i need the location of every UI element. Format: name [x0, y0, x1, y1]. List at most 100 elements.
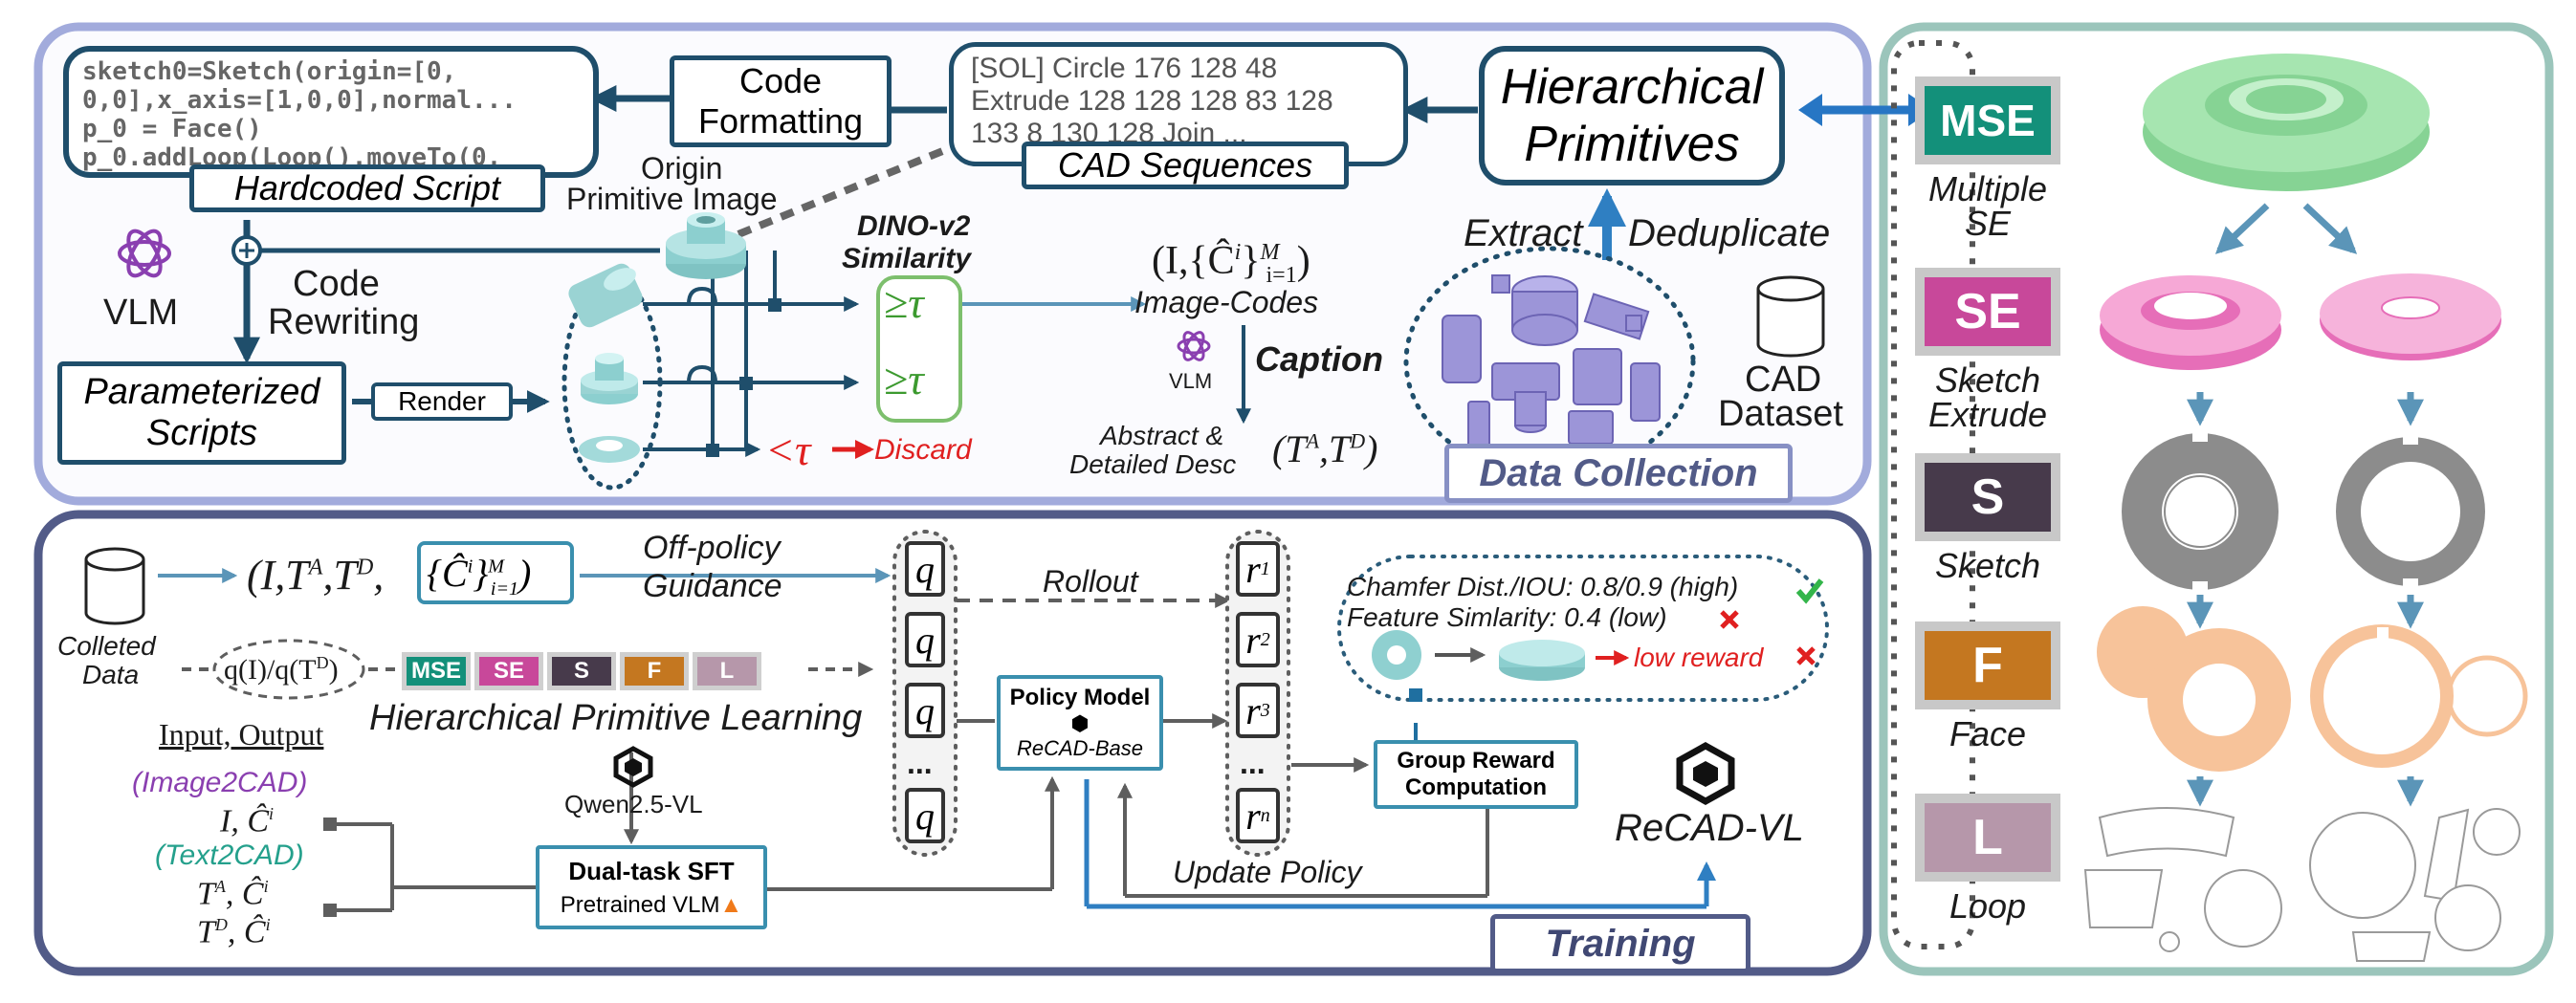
- code-formatting-line2: Formatting: [697, 101, 864, 141]
- update-policy-label: Update Policy: [1173, 855, 1362, 889]
- q-item: q: [905, 612, 945, 667]
- qwen-label: Qwen2.5-VL: [564, 790, 703, 818]
- pair-image: I, Ĉi: [220, 803, 275, 839]
- image2cad-label: (Image2CAD): [132, 767, 308, 798]
- origin-primitive-shape: [666, 212, 746, 279]
- caption-label: Caption: [1255, 339, 1383, 379]
- code-line-0: sketch0=Sketch(origin=[0,: [82, 57, 457, 86]
- q-item: q: [905, 788, 945, 843]
- q-item: q: [905, 541, 945, 597]
- hierarchical-primitives-box: Hierarchical Primitives: [1479, 46, 1785, 185]
- code-line-2: p_0 = Face(): [82, 115, 262, 143]
- q-expression: q(I)/q(TD): [224, 653, 339, 686]
- hierarchy-label-line2: Extrude: [1927, 395, 2048, 434]
- pair-abstract: TA, Ĉi: [197, 876, 269, 912]
- group-line2: Computation: [1405, 774, 1547, 800]
- code-line-1: 0,0],x_axis=[1,0,0],normal...: [82, 86, 517, 115]
- io-header: Input, Output: [159, 717, 324, 752]
- hierarchy-tag-s: S: [1915, 453, 2060, 541]
- primitive-tag-mse: MSE: [402, 652, 471, 690]
- group-line1: Group Reward: [1397, 748, 1555, 774]
- hierarchy-label: Loop: [1949, 886, 2027, 926]
- caption-vlm-label: VLM: [1169, 369, 1213, 393]
- training-title: Training: [1490, 914, 1750, 973]
- code-formatting-box: Code Formatting: [670, 55, 892, 147]
- offpolicy-line2: Guidance: [643, 568, 782, 604]
- offpolicy-line1: Off-policy: [643, 530, 781, 566]
- rollout-label: Rollout: [1043, 564, 1138, 599]
- dino-line1: DINO-v2: [857, 210, 971, 242]
- desc-formula: (TA,TD): [1272, 427, 1378, 470]
- code-formatting-line1: Code: [738, 61, 823, 100]
- hierarchy-tag-mse: MSE: [1915, 76, 2060, 164]
- gear-shape: [1372, 630, 1421, 680]
- deduplicate-label: Deduplicate: [1628, 212, 1831, 254]
- primitive-tag-se: SE: [474, 652, 543, 690]
- hierarchy-tag-f: F: [1915, 621, 2060, 709]
- chamfer-label: Chamfer Dist./IOU: 0.8/0.9 (high): [1347, 572, 1739, 601]
- dataset-line1: CAD: [1745, 360, 1822, 400]
- primitive-tag-f: F: [620, 652, 689, 690]
- rewriting-line2: Rewriting: [268, 302, 420, 342]
- hierarchy-tag-l: L: [1915, 794, 2060, 882]
- hierarchy-label: Sketch: [1934, 546, 2041, 585]
- render-box: Render: [371, 382, 513, 421]
- face-shapes: [2097, 606, 2528, 772]
- caption-vlm-icon: [1175, 327, 1213, 365]
- recad-icon: [1674, 742, 1737, 805]
- threshold-ge-1: ≥τ: [884, 278, 924, 327]
- primitive-tag-l: L: [693, 652, 761, 690]
- cad-sequences-label: CAD Sequences: [1022, 142, 1349, 189]
- desc-line1: Abstract &: [1100, 421, 1224, 450]
- threshold-ge-2: ≥τ: [884, 355, 924, 403]
- desc-line2: Detailed Desc: [1069, 449, 1237, 479]
- seq-line-1: Extrude 128 128 128 83 128: [971, 85, 1333, 117]
- se-shapes: [2100, 273, 2501, 370]
- hardcoded-script-label: Hardcoded Script: [189, 164, 545, 212]
- q-item: q: [905, 683, 945, 738]
- parameterized-line1: Parameterized: [83, 372, 320, 412]
- recad-label: ReCAD-VL: [1615, 807, 1804, 849]
- r-ellipsis: ...: [1240, 746, 1266, 780]
- sft-line1: Dual-task SFT: [568, 856, 735, 885]
- policy-line1: Policy Model: [1009, 685, 1151, 710]
- cad-parts-shapes: [1442, 274, 1661, 455]
- image-codes-label: Image-Codes: [1134, 285, 1319, 319]
- hierarchy-label: Face: [1949, 714, 2027, 753]
- collected-line2: Data: [82, 660, 140, 689]
- primitive-tag-s: S: [547, 652, 616, 690]
- feature-label: Feature Simlarity: 0.4 (low): [1347, 602, 1667, 632]
- dataset-line2: Dataset: [1718, 394, 1843, 434]
- hierarchy-label: Sketch: [1934, 360, 2041, 400]
- policy-qwen-icon: ⬢: [1070, 711, 1090, 735]
- loop-shapes: [2083, 807, 2521, 962]
- threshold-box: [876, 275, 962, 423]
- discard-label: Discard: [874, 434, 972, 466]
- cad-dataset-icon: [1756, 275, 1825, 358]
- fire-icon: ▲: [719, 891, 743, 918]
- origin-label: Origin: [641, 151, 723, 185]
- policy-line2: ReCAD-Base: [1016, 736, 1144, 760]
- collected-data-icon: [84, 547, 145, 625]
- threshold-lt: <τ: [765, 425, 811, 474]
- hierarchical-line2: Primitives: [1524, 117, 1740, 172]
- training-tuple: (I,TA,TD,: [247, 552, 385, 599]
- primitive-shapes: [568, 263, 643, 463]
- low-reward-label: low reward: [1634, 643, 1764, 672]
- parameterized-line2: Scripts: [145, 413, 258, 453]
- primitive-image-label: Primitive Image: [566, 182, 778, 216]
- pair-detailed: TD, Ĉi: [197, 914, 271, 950]
- hierarchy-tag-se: SE: [1915, 268, 2060, 356]
- sft-line2: Pretrained VLM▲: [560, 891, 743, 918]
- vlm-label: VLM: [103, 293, 179, 333]
- parameterized-scripts-box: Parameterized Scripts: [57, 361, 346, 465]
- hierarchy-label-line2: SE: [1964, 204, 2012, 243]
- group-reward-box: Group Reward Computation: [1374, 740, 1578, 809]
- qwen-icon: [612, 746, 654, 788]
- mse-shape: [2143, 54, 2430, 191]
- training-tuple-box: {Ĉi}Mi=1): [417, 541, 574, 604]
